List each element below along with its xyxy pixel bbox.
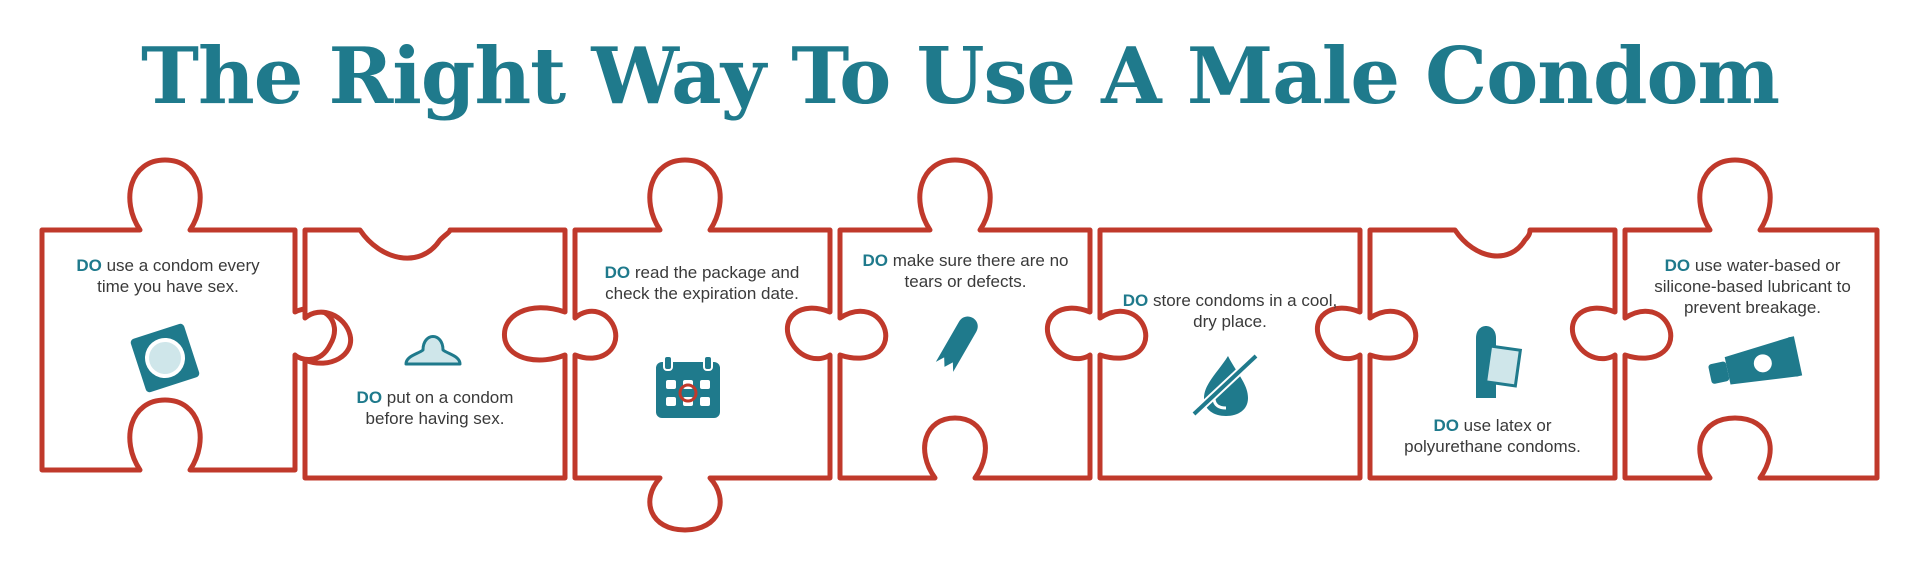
do-label: DO xyxy=(356,388,383,407)
puzzle-piece-5 xyxy=(1097,227,1363,481)
no-water-drop-icon xyxy=(1188,350,1263,420)
do-label: DO xyxy=(604,263,631,282)
puzzle-piece-7 xyxy=(1622,157,1880,481)
do-label: DO xyxy=(862,251,889,270)
page-title: The Right Way To Use A Male Condom xyxy=(140,31,1780,122)
torn-condom-icon xyxy=(925,305,995,375)
step-text: use a condom every time you have sex. xyxy=(97,256,260,296)
step-5-text: DO store condoms in a cool, dry place. xyxy=(1120,290,1340,332)
step-6-text: DO use latex or polyurethane condoms. xyxy=(1385,415,1600,457)
condom-icon xyxy=(398,322,468,372)
step-text: use water-based or silicone-based lubric… xyxy=(1654,256,1851,317)
step-4-text: DO make sure there are no tears or defec… xyxy=(858,250,1073,292)
puzzle-piece-1 xyxy=(39,157,338,473)
do-label: DO xyxy=(1664,256,1691,275)
condom-packet-icon xyxy=(125,318,205,398)
step-1-text: DO use a condom every time you have sex. xyxy=(58,255,278,297)
puzzle-piece-3 xyxy=(572,157,833,533)
calendar-icon xyxy=(652,352,724,422)
do-label: DO xyxy=(76,256,102,275)
step-3-text: DO read the package and check the expira… xyxy=(592,262,812,304)
step-text: store condoms in a cool, dry place. xyxy=(1152,291,1338,331)
step-2-text: DO put on a condom before having sex. xyxy=(350,387,520,429)
do-label: DO xyxy=(1433,416,1459,435)
step-text: make sure there are no tears or defects. xyxy=(892,251,1069,291)
step-7-text: DO use water-based or silicone-based lub… xyxy=(1640,255,1865,318)
do-label: DO xyxy=(1122,291,1149,310)
step-text: put on a condom before having sex. xyxy=(365,388,514,428)
condom-wrapper-icon xyxy=(1466,320,1526,400)
lubricant-tube-icon xyxy=(1705,335,1805,395)
step-text: read the package and check the expiratio… xyxy=(605,263,800,303)
step-text: use latex or polyurethane condoms. xyxy=(1404,416,1581,456)
